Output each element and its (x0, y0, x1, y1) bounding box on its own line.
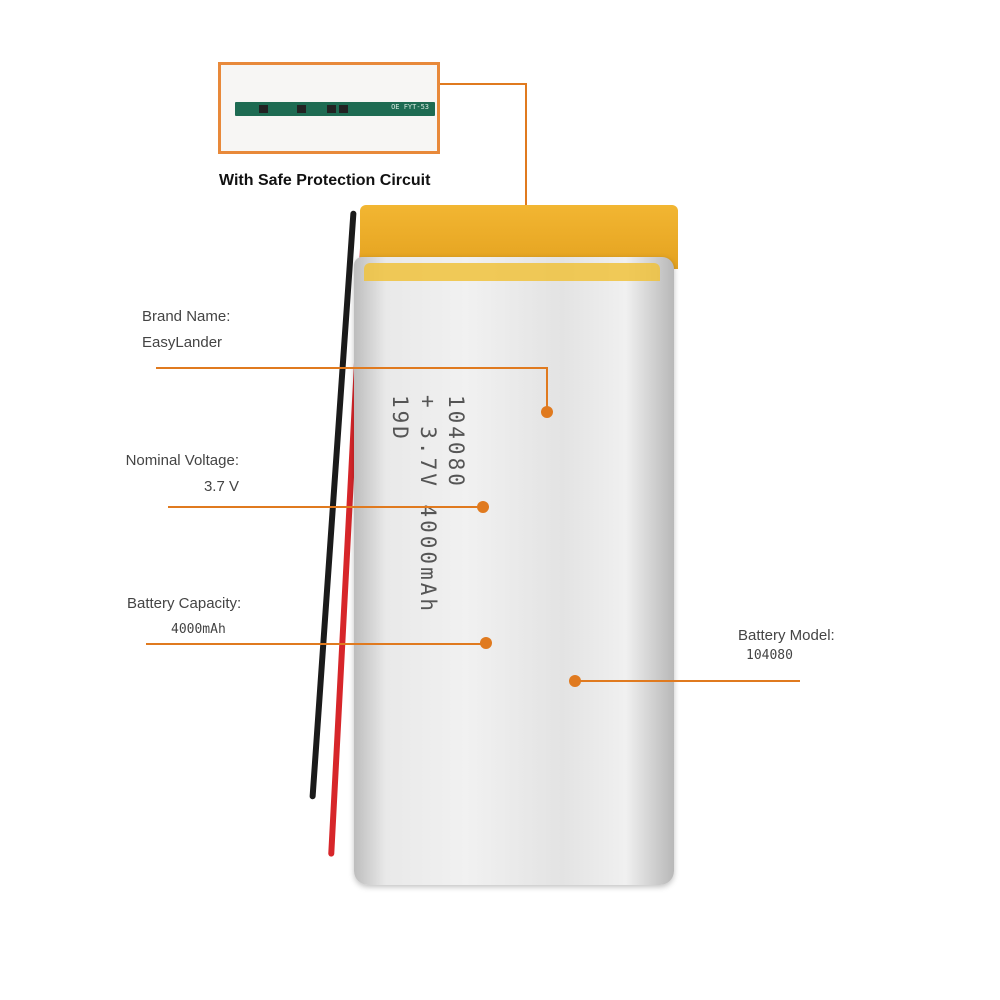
pcb-callout-line (440, 83, 526, 85)
capacity-callout-line (146, 643, 486, 645)
pcb-chip (327, 105, 336, 113)
brand-callout-line (156, 367, 547, 369)
model-label: Battery Model: 104080 (738, 626, 835, 666)
brand-title: Brand Name: (142, 308, 231, 325)
battery-top-edge (364, 263, 660, 281)
model-value: 104080 (746, 648, 793, 663)
voltage-title: Nominal Voltage: (125, 452, 239, 469)
battery-print-date: 19D (388, 395, 412, 442)
battery-pouch (354, 257, 674, 885)
protection-circuit-inset: OE FYT-53 (218, 62, 440, 154)
voltage-value: 3.7 V (203, 478, 239, 495)
capacity-value: 4000mAh (171, 622, 226, 637)
capacity-callout-dot (480, 637, 492, 649)
model-callout-line (575, 680, 800, 682)
pcb-callout-line (525, 83, 527, 240)
brand-value: EasyLander (142, 334, 223, 351)
protection-circuit-caption: With Safe Protection Circuit (219, 172, 431, 189)
brand-callout-dot (541, 406, 553, 418)
model-title: Battery Model: (738, 627, 835, 644)
capacity-title: Battery Capacity: (127, 595, 242, 612)
pcb-board: OE FYT-53 (235, 102, 435, 116)
pcb-chip (339, 105, 348, 113)
battery-print-model: 104080 (444, 395, 468, 489)
voltage-callout-line (168, 506, 480, 508)
battery-printed-text: 104080 + 3.7V 4000mAh 19D (350, 395, 470, 625)
brand-label: Brand Name: EasyLander (142, 304, 230, 356)
capacity-label: Battery Capacity: 4000mAh (127, 591, 241, 643)
pcb-board-text: OE FYT-53 (391, 103, 429, 111)
battery-pack: 104080 + 3.7V 4000mAh 19D (352, 205, 682, 885)
pcb-chip (297, 105, 306, 113)
voltage-label: Nominal Voltage: 3.7 V (109, 448, 239, 500)
voltage-callout-dot (477, 501, 489, 513)
brand-callout-line (546, 367, 548, 409)
battery-print-spec: + 3.7V 4000mAh (416, 395, 440, 615)
pcb-chip (259, 105, 268, 113)
